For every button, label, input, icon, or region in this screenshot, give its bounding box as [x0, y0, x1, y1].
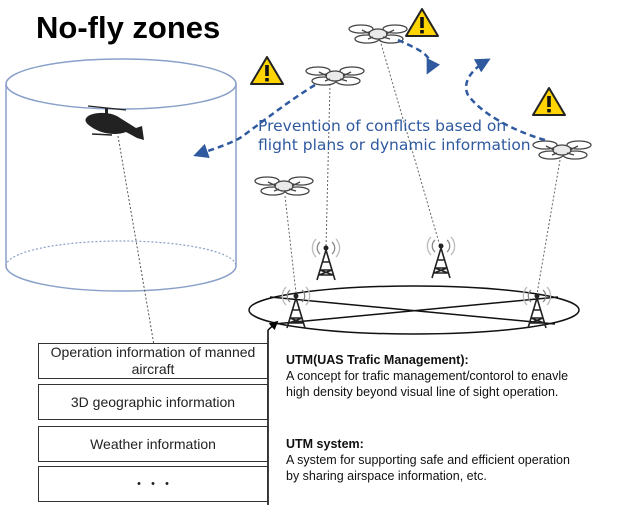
warning-triangle-icon [250, 56, 284, 85]
utm-system-heading: UTM system: [286, 437, 364, 451]
flight-path-arrows [193, 38, 546, 159]
drone-icon [254, 176, 314, 196]
info-box-3d-geographic: 3D geographic information [38, 384, 268, 420]
utm-description: UTM(UAS Trafic Management): A concept fo… [286, 352, 586, 400]
info-box-weather: Weather information [38, 426, 268, 462]
utm-heading: UTM(UAS Trafic Management): [286, 353, 469, 367]
utm-system-body: A system for supporting safe and efficie… [286, 453, 570, 483]
data-sharing-arrow [267, 320, 279, 505]
utm-body: A concept for trafic management/contorol… [286, 369, 569, 399]
info-box-more: ・・・ [38, 466, 268, 502]
helicopter-icon [85, 105, 144, 140]
no-fly-zone-cylinder [5, 58, 237, 292]
ground-area-ellipse [248, 285, 580, 335]
helicopter-link-line [117, 135, 155, 346]
conflict-prevention-caption: Prevention of conflicts based on flight … [258, 117, 531, 154]
page-title: No-fly zones [36, 10, 221, 45]
drone-tower-links [284, 39, 561, 295]
utm-system-description: UTM system: A system for supporting safe… [286, 436, 586, 484]
radio-tower-icon [426, 236, 456, 279]
warning-triangle-icon [405, 8, 439, 37]
info-box-manned-aircraft: Operation information of manned aircraft [38, 343, 268, 379]
warning-triangle-icon [532, 87, 566, 116]
drone-icon [305, 66, 365, 86]
